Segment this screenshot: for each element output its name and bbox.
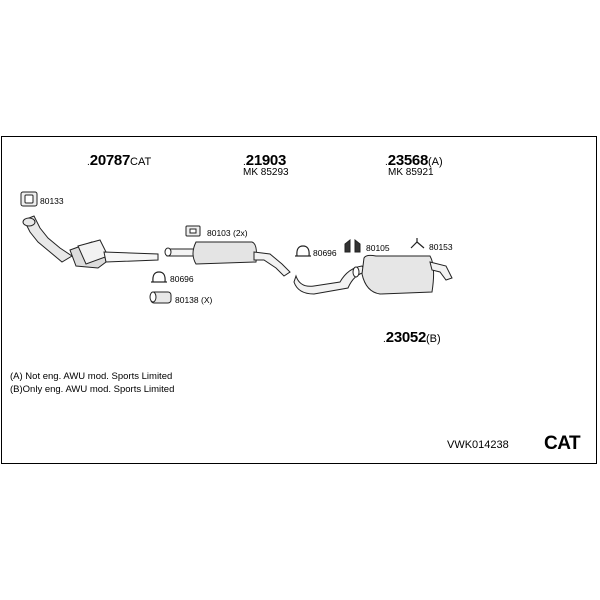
cat-label: CAT	[544, 433, 581, 454]
part-number-23052: .23052(B)	[383, 329, 441, 346]
catalytic-converter-part	[22, 215, 159, 269]
component-label-80696: 80696	[170, 274, 194, 284]
clamp-80133-icon	[20, 191, 38, 207]
kit-code: VWK014238	[447, 439, 509, 451]
sleeve-80138-icon	[149, 291, 172, 304]
clamp-80103-icon	[185, 225, 201, 237]
rubber-mount-80105-icon	[344, 238, 361, 253]
mounting-kit-85921: MK 85921	[388, 167, 434, 178]
clamp-80696-icon	[151, 271, 167, 283]
component-label-80696: 80696	[313, 248, 337, 258]
component-label-80153: 80153	[429, 242, 453, 252]
note-b: (B)Only eng. AWU mod. Sports Limited	[10, 384, 175, 395]
diagram-frame	[1, 136, 597, 464]
part-number-21903: .21903	[243, 152, 286, 169]
component-label-80105: 80105	[366, 243, 390, 253]
notes: (A) Not eng. AWU mod. Sports Limited (B)…	[10, 370, 174, 396]
note-a: (A) Not eng. AWU mod. Sports Limited	[10, 371, 173, 382]
middle-silencer-part	[164, 241, 291, 277]
clamp-80696-icon	[295, 245, 311, 257]
rear-silencer-part	[293, 254, 453, 295]
part-number-23568: .23568(A)	[385, 152, 443, 169]
component-label-80133: 80133	[40, 196, 64, 206]
part-number-20787: .20787CAT	[87, 152, 152, 169]
mounting-kit-85293: MK 85293	[243, 167, 289, 178]
hanger-80153-icon	[410, 238, 425, 249]
component-label-80138: 80138 (X)	[175, 295, 213, 305]
component-label-80103: 80103 (2x)	[207, 228, 248, 238]
